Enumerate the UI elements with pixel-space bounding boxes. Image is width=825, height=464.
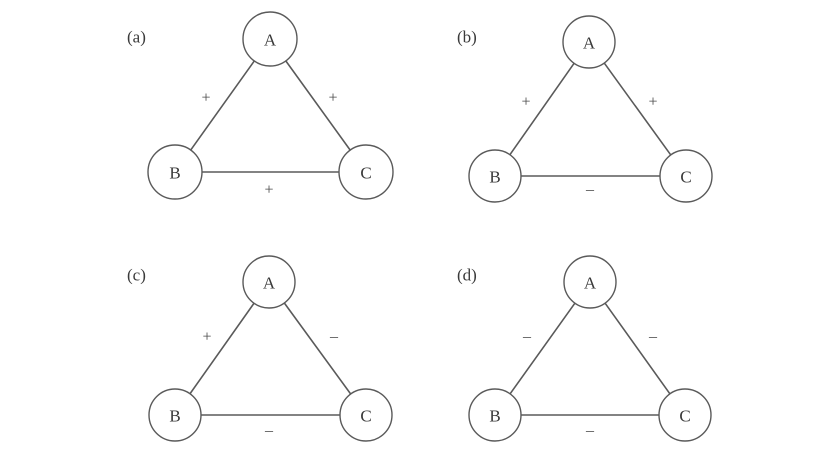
edge-a-b bbox=[509, 302, 576, 395]
node-circle-c[interactable] bbox=[339, 388, 393, 442]
node-label-c: C bbox=[360, 407, 371, 426]
node-label-c: C bbox=[679, 407, 690, 426]
edge-sign-a-c: + bbox=[648, 94, 657, 111]
edge-sign-b-c: + bbox=[264, 182, 273, 199]
node-circle-a[interactable] bbox=[242, 255, 296, 309]
node-label-c: C bbox=[360, 164, 371, 183]
node-label-a: A bbox=[584, 274, 597, 293]
panel-caption-a: (a) bbox=[127, 28, 146, 47]
panel-caption-b: (b) bbox=[457, 28, 477, 47]
node-circle-a[interactable] bbox=[563, 255, 617, 309]
edge-sign-b-c: – bbox=[585, 423, 595, 440]
edge-sign-a-b: + bbox=[202, 329, 211, 346]
node-label-c: C bbox=[680, 168, 691, 187]
node-circle-b[interactable] bbox=[468, 149, 522, 203]
node-circle-c[interactable] bbox=[659, 149, 713, 203]
edge-sign-b-c: – bbox=[585, 182, 595, 199]
node-circle-c[interactable] bbox=[338, 144, 394, 200]
edge-a-c bbox=[285, 60, 351, 151]
panel-caption-c: (c) bbox=[127, 266, 146, 285]
edge-sign-a-b: – bbox=[522, 329, 532, 346]
edge-a-c bbox=[603, 62, 672, 156]
panel-caption-d: (d) bbox=[457, 266, 477, 285]
edge-sign-a-c: + bbox=[328, 90, 337, 107]
node-label-a: A bbox=[263, 274, 276, 293]
edge-sign-a-b: + bbox=[201, 90, 210, 107]
edge-a-b bbox=[509, 62, 575, 156]
panel-b: A B C + + – (b) bbox=[457, 15, 713, 203]
edge-a-c bbox=[283, 302, 352, 395]
node-circle-a[interactable] bbox=[562, 15, 616, 69]
edge-sign-a-b: + bbox=[521, 94, 530, 111]
node-circle-b[interactable] bbox=[148, 388, 202, 442]
edge-sign-b-c: – bbox=[264, 423, 274, 440]
edge-a-c bbox=[604, 302, 671, 395]
edge-sign-a-c: – bbox=[648, 329, 658, 346]
panel-d: A B C – – – (d) bbox=[457, 255, 712, 442]
node-label-b: B bbox=[489, 407, 500, 426]
edge-a-b bbox=[189, 60, 256, 151]
node-circle-b[interactable] bbox=[147, 144, 203, 200]
node-label-b: B bbox=[169, 164, 180, 183]
node-label-a: A bbox=[264, 31, 277, 50]
panel-a: A B C + + + (a) bbox=[127, 11, 394, 200]
edge-sign-a-c: – bbox=[329, 329, 339, 346]
node-circle-a[interactable] bbox=[242, 11, 298, 67]
node-label-a: A bbox=[583, 34, 596, 53]
node-circle-b[interactable] bbox=[468, 388, 522, 442]
node-label-b: B bbox=[169, 407, 180, 426]
panel-c: A B C + – – (c) bbox=[127, 255, 393, 442]
node-label-b: B bbox=[489, 168, 500, 187]
node-circle-c[interactable] bbox=[658, 388, 712, 442]
edge-a-b bbox=[189, 302, 255, 395]
